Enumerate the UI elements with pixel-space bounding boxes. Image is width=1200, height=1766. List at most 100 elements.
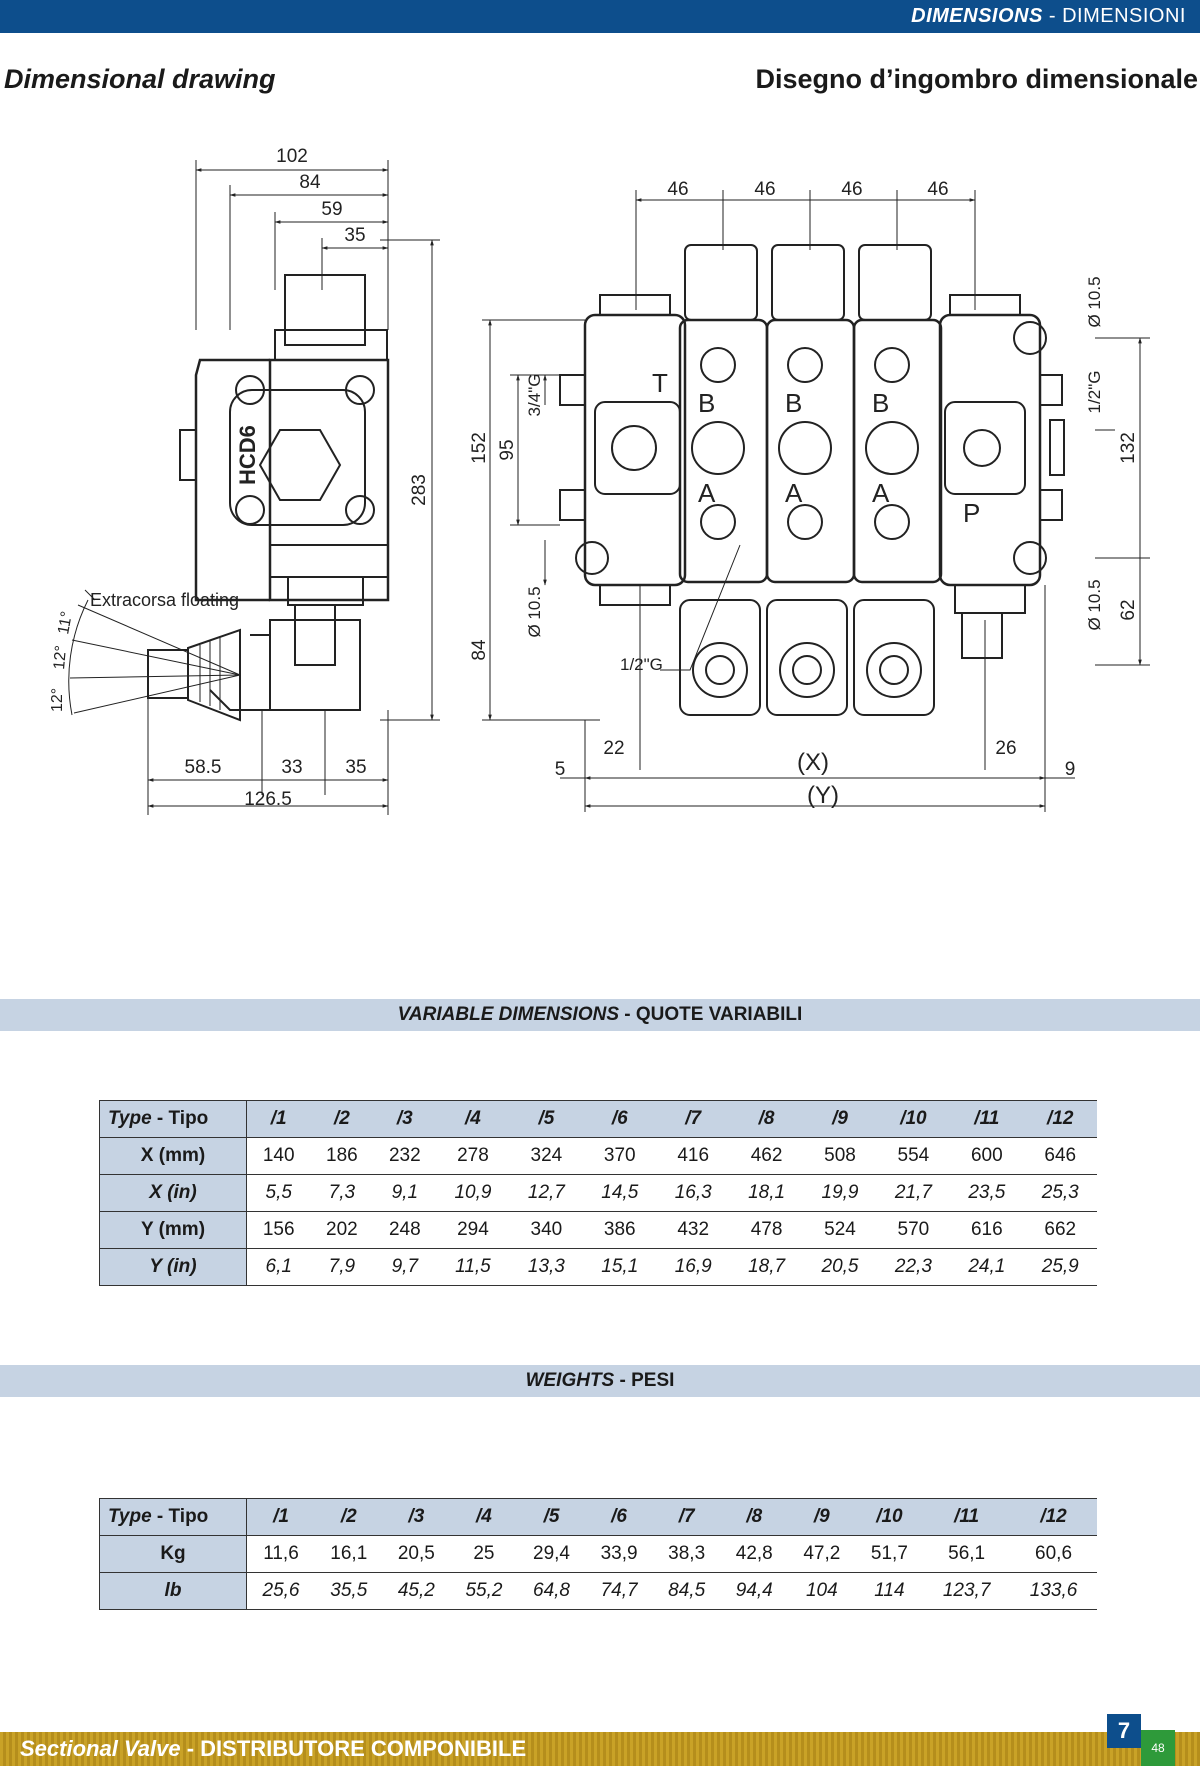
type-col: /2 [314,1498,383,1536]
type-col: /4 [436,1100,510,1138]
table-cell: 432 [656,1211,730,1249]
table-cell: 570 [876,1211,951,1249]
port-label-a-3: A [872,478,890,508]
hole-10-5-right-top: Ø 10.5 [1085,276,1104,327]
table-cell: 94,4 [720,1572,789,1610]
type-col: /9 [803,1100,877,1138]
table-cell: 123,7 [923,1572,1011,1610]
table-cell: 74,7 [585,1572,653,1610]
row-label: Y (in) [99,1248,247,1286]
table-cell: 29,4 [517,1535,586,1573]
table-cell: 508 [803,1137,877,1175]
extracorsa-note: Extracorsa floating [90,590,239,610]
type-col: /5 [509,1100,584,1138]
type-col: /12 [1023,1100,1097,1138]
port-3-4-g: 3/4"G [525,374,544,417]
port-label-a-1: A [698,478,716,508]
table-cell: 35,5 [314,1572,383,1610]
table-cell: 11,5 [436,1248,510,1286]
table-cell: 25,3 [1023,1174,1097,1212]
port-label-b-2: B [785,388,802,418]
dim-5: 5 [555,759,566,780]
table-cell: 11,6 [246,1535,315,1573]
table-cell: 186 [310,1137,374,1175]
table-cell: 114 [855,1572,924,1610]
type-header-en: Type [108,1506,152,1527]
angle-12-b: 12° [49,688,66,712]
row-label: Y (mm) [99,1211,247,1249]
table-cell: 33,9 [585,1535,653,1573]
table-cell: 25 [450,1535,518,1573]
footer-title-it: DISTRIBUTORE COMPONIBILE [200,1736,527,1761]
type-col: /12 [1010,1498,1097,1536]
footer-title-en: Sectional Valve [20,1736,181,1761]
table-cell: 554 [876,1137,951,1175]
table-cell: 662 [1023,1211,1097,1249]
table-cell: 60,6 [1010,1535,1097,1573]
table-cell: 14,5 [583,1174,657,1212]
row-label: Kg [99,1535,247,1573]
port-1-2-g-right: 1/2"G [1085,371,1104,414]
side-view-labels: 102 84 59 35 283 58.5 33 35 126.5 Extrac… [49,146,430,810]
table-cell: 646 [1023,1137,1097,1175]
row-label: X (in) [99,1174,247,1212]
table-cell: 21,7 [876,1174,951,1212]
pitch-46-c: 46 [841,179,862,200]
footer-title: Sectional Valve - DISTRIBUTORE COMPONIBI… [20,1736,526,1762]
variable-dimensions-table: Type - Tipo /1 /2 /3 /4 /5 /6 /7 /8 /9 /… [99,1100,1097,1286]
type-col: /11 [950,1100,1024,1138]
table-cell: 478 [729,1211,804,1249]
table-cell: 38,3 [652,1535,721,1573]
dim-102: 102 [276,146,308,167]
table-cell: 20,5 [803,1248,877,1286]
table-cell: 278 [436,1137,510,1175]
type-col: /1 [246,1100,311,1138]
table-cell: 45,2 [382,1572,451,1610]
type-header-it: Tipo [168,1108,209,1129]
front-view-labels: 46 46 46 46 152 95 84 3/4"G Ø 10.5 1/2"G… [469,179,1139,809]
dimensional-drawing: 102 84 59 35 283 58.5 33 35 126.5 Extrac… [49,146,1150,815]
weights-band: WEIGHTS - PESI [0,1365,1200,1397]
type-header-it: Tipo [168,1506,209,1527]
type-col: /7 [652,1498,721,1536]
dim-132: 132 [1118,432,1139,464]
table-cell: 248 [373,1211,437,1249]
table-cell: 294 [436,1211,510,1249]
dim-62: 62 [1118,599,1139,620]
variable-dimensions-title: VARIABLE DIMENSIONS - QUOTE VARIABILI [0,1004,1200,1026]
type-col: /8 [720,1498,789,1536]
table-cell: 25,9 [1023,1248,1097,1286]
table-header-row: Type - Tipo /1 /2 /3 /4 /5 /6 /7 /8 /9 /… [99,1498,1097,1536]
page-number: 7 [1107,1714,1141,1748]
table-cell: 51,7 [855,1535,924,1573]
table-cell: 7,3 [310,1174,374,1212]
table-row: Y (in) 6,1 7,9 9,7 11,5 13,3 15,1 16,9 1… [99,1248,1097,1286]
header-title-it: DIMENSIONI [1062,5,1186,27]
top-header-band: DIMENSIONS - DIMENSIONI [0,0,1200,33]
dim-58-5: 58.5 [185,757,222,778]
dim-35: 35 [344,225,365,246]
type-col: /7 [656,1100,730,1138]
table-cell: 23,5 [950,1174,1024,1212]
type-col: /6 [585,1498,653,1536]
dim-152: 152 [469,432,490,464]
dim-9: 9 [1065,759,1076,780]
dim-84-front: 84 [469,639,490,661]
variable-title-sep: - [619,1004,636,1025]
table-cell: 324 [509,1137,584,1175]
pitch-46-a: 46 [667,179,688,200]
hcd6-logo: HCD6 [235,425,260,485]
table-cell: 416 [656,1137,730,1175]
type-col: /11 [923,1498,1011,1536]
dim-95: 95 [497,439,518,460]
table-row: X (mm) 140 186 232 278 324 370 416 462 5… [99,1137,1097,1175]
pitch-46-b: 46 [754,179,775,200]
table-cell: 12,7 [509,1174,584,1212]
section-title-it: Disegno d’ingombro dimensionale [755,64,1198,94]
table-cell: 15,1 [583,1248,657,1286]
pitch-46-d: 46 [927,179,948,200]
table-cell: 524 [803,1211,877,1249]
port-1-2-g-bottom: 1/2"G [620,655,663,674]
header-title-en: DIMENSIONS [911,5,1043,27]
section-title-en: Dimensional drawing [4,64,276,94]
